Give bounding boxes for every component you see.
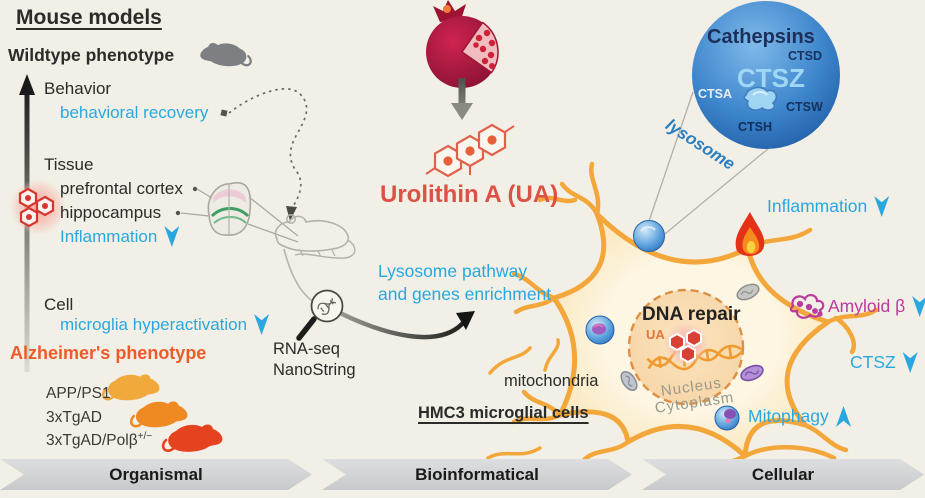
mouse-sketch-icon	[274, 214, 356, 259]
up-arrow-icon	[836, 406, 851, 427]
mitochondria-label: mitochondria	[504, 372, 599, 390]
down-arrow-icon	[912, 296, 925, 317]
brain-icon	[207, 181, 252, 236]
compound-label: Urolithin A (UA)	[380, 181, 559, 208]
amyloid-icon	[789, 294, 825, 319]
tissue-region-hippocampus: hippocampus	[60, 203, 162, 222]
gene-ctsh: CTSH	[738, 120, 773, 134]
mitochondria-gray-icon-2	[620, 370, 638, 392]
banner-stage-label: Organismal	[109, 464, 203, 484]
lysosome-sphere-icon	[633, 220, 665, 252]
down-arrow-icon	[254, 314, 270, 335]
hippocampus-dot	[175, 210, 181, 216]
dna-magnifier-icon	[296, 289, 344, 341]
ua-label: UA	[646, 327, 665, 342]
inset-title: Cathepsins	[707, 26, 815, 48]
behavior-dashed-path	[228, 88, 308, 221]
model-genotype-sup: +/−	[137, 431, 153, 442]
model-name: 3xTgAD	[46, 409, 102, 427]
finding-amyloid-row: Amyloid β	[828, 296, 925, 317]
txgad-polb-mouse-icon	[161, 424, 223, 452]
cortex-dot	[192, 186, 198, 192]
inflammation-flame-icon	[735, 212, 765, 257]
pomegranate-icon	[426, 0, 499, 88]
finding-inflammation-row: Inflammation	[767, 196, 890, 217]
model-appps1-label: APP/PS1	[46, 384, 111, 402]
mitophagy-sphere-icon	[585, 315, 615, 345]
finding-mitophagy-row: Mitophagy	[748, 406, 851, 427]
enrichment-result-line1: Lysosome pathway	[378, 261, 528, 281]
model-3xtgad-polb-label: 3xTgAD/Polβ+/−	[46, 431, 152, 449]
molecule-icon	[10, 179, 66, 235]
tissue-finding-label: Inflammation	[60, 226, 158, 246]
finding-mitophagy-label: Mitophagy	[748, 406, 829, 426]
down-arrow-icon	[874, 196, 890, 217]
ctsz-protein-blob	[743, 86, 778, 111]
cell-finding-label: microglia hyperactivation	[60, 314, 248, 334]
wildtype-label: Wildtype phenotype	[8, 45, 175, 65]
gene-ctsa: CTSA	[698, 87, 733, 101]
behavior-label: Behavior	[44, 79, 112, 98]
gene-ctsw: CTSW	[786, 100, 823, 114]
mitochondria-purple-icon	[740, 364, 764, 382]
urolithin-structure-icon	[425, 123, 515, 178]
ua-molecule-icon	[664, 322, 708, 366]
figure-title: Mouse models	[16, 6, 162, 29]
cell-type-label: HMC3 microglial cells	[418, 404, 589, 422]
banner-stage-bioinformatical: Bioinformatical	[322, 459, 632, 490]
dashed-line-start-square	[220, 109, 228, 117]
cell-finding-row: microglia hyperactivation	[60, 314, 270, 335]
banner-stage-label: Cellular	[751, 464, 815, 484]
mitochondria-gray-icon	[736, 283, 760, 301]
method-rnaseq-label: RNA-seq	[273, 340, 340, 358]
finding-ctsz-row: CTSZ	[850, 352, 918, 373]
tissue-connector-lines	[180, 188, 299, 243]
banner-stage-organismal: Organismal	[0, 459, 312, 490]
model-name: 3xTgAD/Polβ	[46, 432, 138, 450]
lysosome-inset-circle	[692, 1, 840, 149]
banner-stage-cellular: Cellular	[642, 459, 924, 490]
finding-ctsz-label: CTSZ	[850, 352, 896, 372]
finding-amyloid-label: Amyloid β	[828, 296, 906, 316]
enrichment-result-line2: and genes enrichment	[378, 284, 552, 304]
tissue-label: Tissue	[44, 155, 94, 174]
method-nanostring-label: NanoString	[273, 361, 356, 379]
banner-stage-label: Bioinformatical	[415, 464, 539, 484]
wildtype-mouse-icon	[200, 43, 252, 67]
gene-ctsz: CTSZ	[737, 63, 805, 93]
txgad-mouse-icon	[129, 401, 188, 428]
enrichment-arrow	[337, 310, 475, 340]
down-arrow-icon	[164, 226, 180, 247]
mitophagy-sphere-small-icon	[714, 405, 740, 431]
extraction-arrow	[451, 78, 473, 120]
finding-inflammation-label: Inflammation	[767, 196, 868, 216]
nucleus-title: DNA repair	[642, 304, 741, 325]
cell-label: Cell	[44, 295, 74, 314]
inset-callout-lines	[645, 91, 770, 239]
down-arrow-icon	[902, 352, 918, 373]
sample-curve	[283, 248, 319, 305]
tissue-region-cortex: prefrontal cortex	[60, 179, 183, 198]
tissue-finding-row: Inflammation	[60, 226, 180, 247]
appps1-mouse-icon	[101, 374, 160, 401]
behavior-finding: behavioral recovery	[60, 103, 209, 122]
model-name: APP/PS1	[46, 385, 111, 403]
alzheimers-label: Alzheimer's phenotype	[10, 343, 207, 363]
gene-ctsd: CTSD	[788, 49, 823, 63]
model-3xtgad-label: 3xTgAD	[46, 408, 102, 426]
